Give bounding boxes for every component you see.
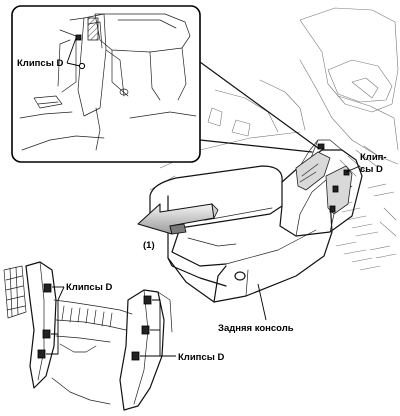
left-panel-clip-1 xyxy=(43,283,52,293)
rear-console xyxy=(149,139,363,303)
direction-number-label: (1) xyxy=(143,240,155,251)
console-clip-top xyxy=(317,143,325,150)
inset-clip-lower xyxy=(78,62,86,70)
bottom-panel-detail xyxy=(3,261,173,411)
bottom-right-clips-leaders xyxy=(140,299,176,357)
inset-clip-upper xyxy=(75,34,82,41)
right-side-panel xyxy=(119,289,165,411)
right-panel-clip-1 xyxy=(143,295,152,305)
bottom-right-clips-label: Клипсы D xyxy=(178,352,224,363)
bottom-left-clips-label: Клипсы D xyxy=(66,282,112,293)
console-clip-strip xyxy=(295,151,331,191)
right-clips-leader xyxy=(345,165,361,173)
left-panel-clip-3 xyxy=(37,349,46,359)
inset-console-closeup xyxy=(19,13,197,151)
console-round-cap xyxy=(234,271,246,281)
left-side-panel xyxy=(25,261,57,389)
callout-line-top xyxy=(199,61,319,149)
right-clips-label-line2: сы D xyxy=(360,164,383,175)
console-clip-right-upper xyxy=(332,185,339,193)
right-panel-clip-3 xyxy=(131,351,140,361)
inset-frame xyxy=(11,5,201,163)
middle-hatch-strip xyxy=(61,305,113,328)
console-clip-right-top xyxy=(343,169,350,176)
callout-line-bottom xyxy=(199,139,313,153)
inset-clips-leader-1 xyxy=(66,37,77,64)
console-clip-right-lower xyxy=(329,205,336,213)
inset-clips-leader-2 xyxy=(66,62,81,67)
left-panel-clip-2 xyxy=(42,329,51,339)
bottom-left-hatching xyxy=(3,265,27,319)
rear-console-label: Задняя консоль xyxy=(218,323,294,334)
right-panel-clip-2 xyxy=(141,325,150,335)
inset-clips-label: Клипсы D xyxy=(17,58,63,69)
console-side-rail xyxy=(325,165,353,215)
inset-vent xyxy=(87,17,99,41)
right-clips-label-line1: Клип- xyxy=(360,152,387,163)
pull-direction-arrow xyxy=(137,202,219,235)
rear-console-leader xyxy=(257,283,267,321)
bottom-left-clips-leaders xyxy=(46,286,65,355)
detail-inset: Клипсы D xyxy=(11,5,319,163)
